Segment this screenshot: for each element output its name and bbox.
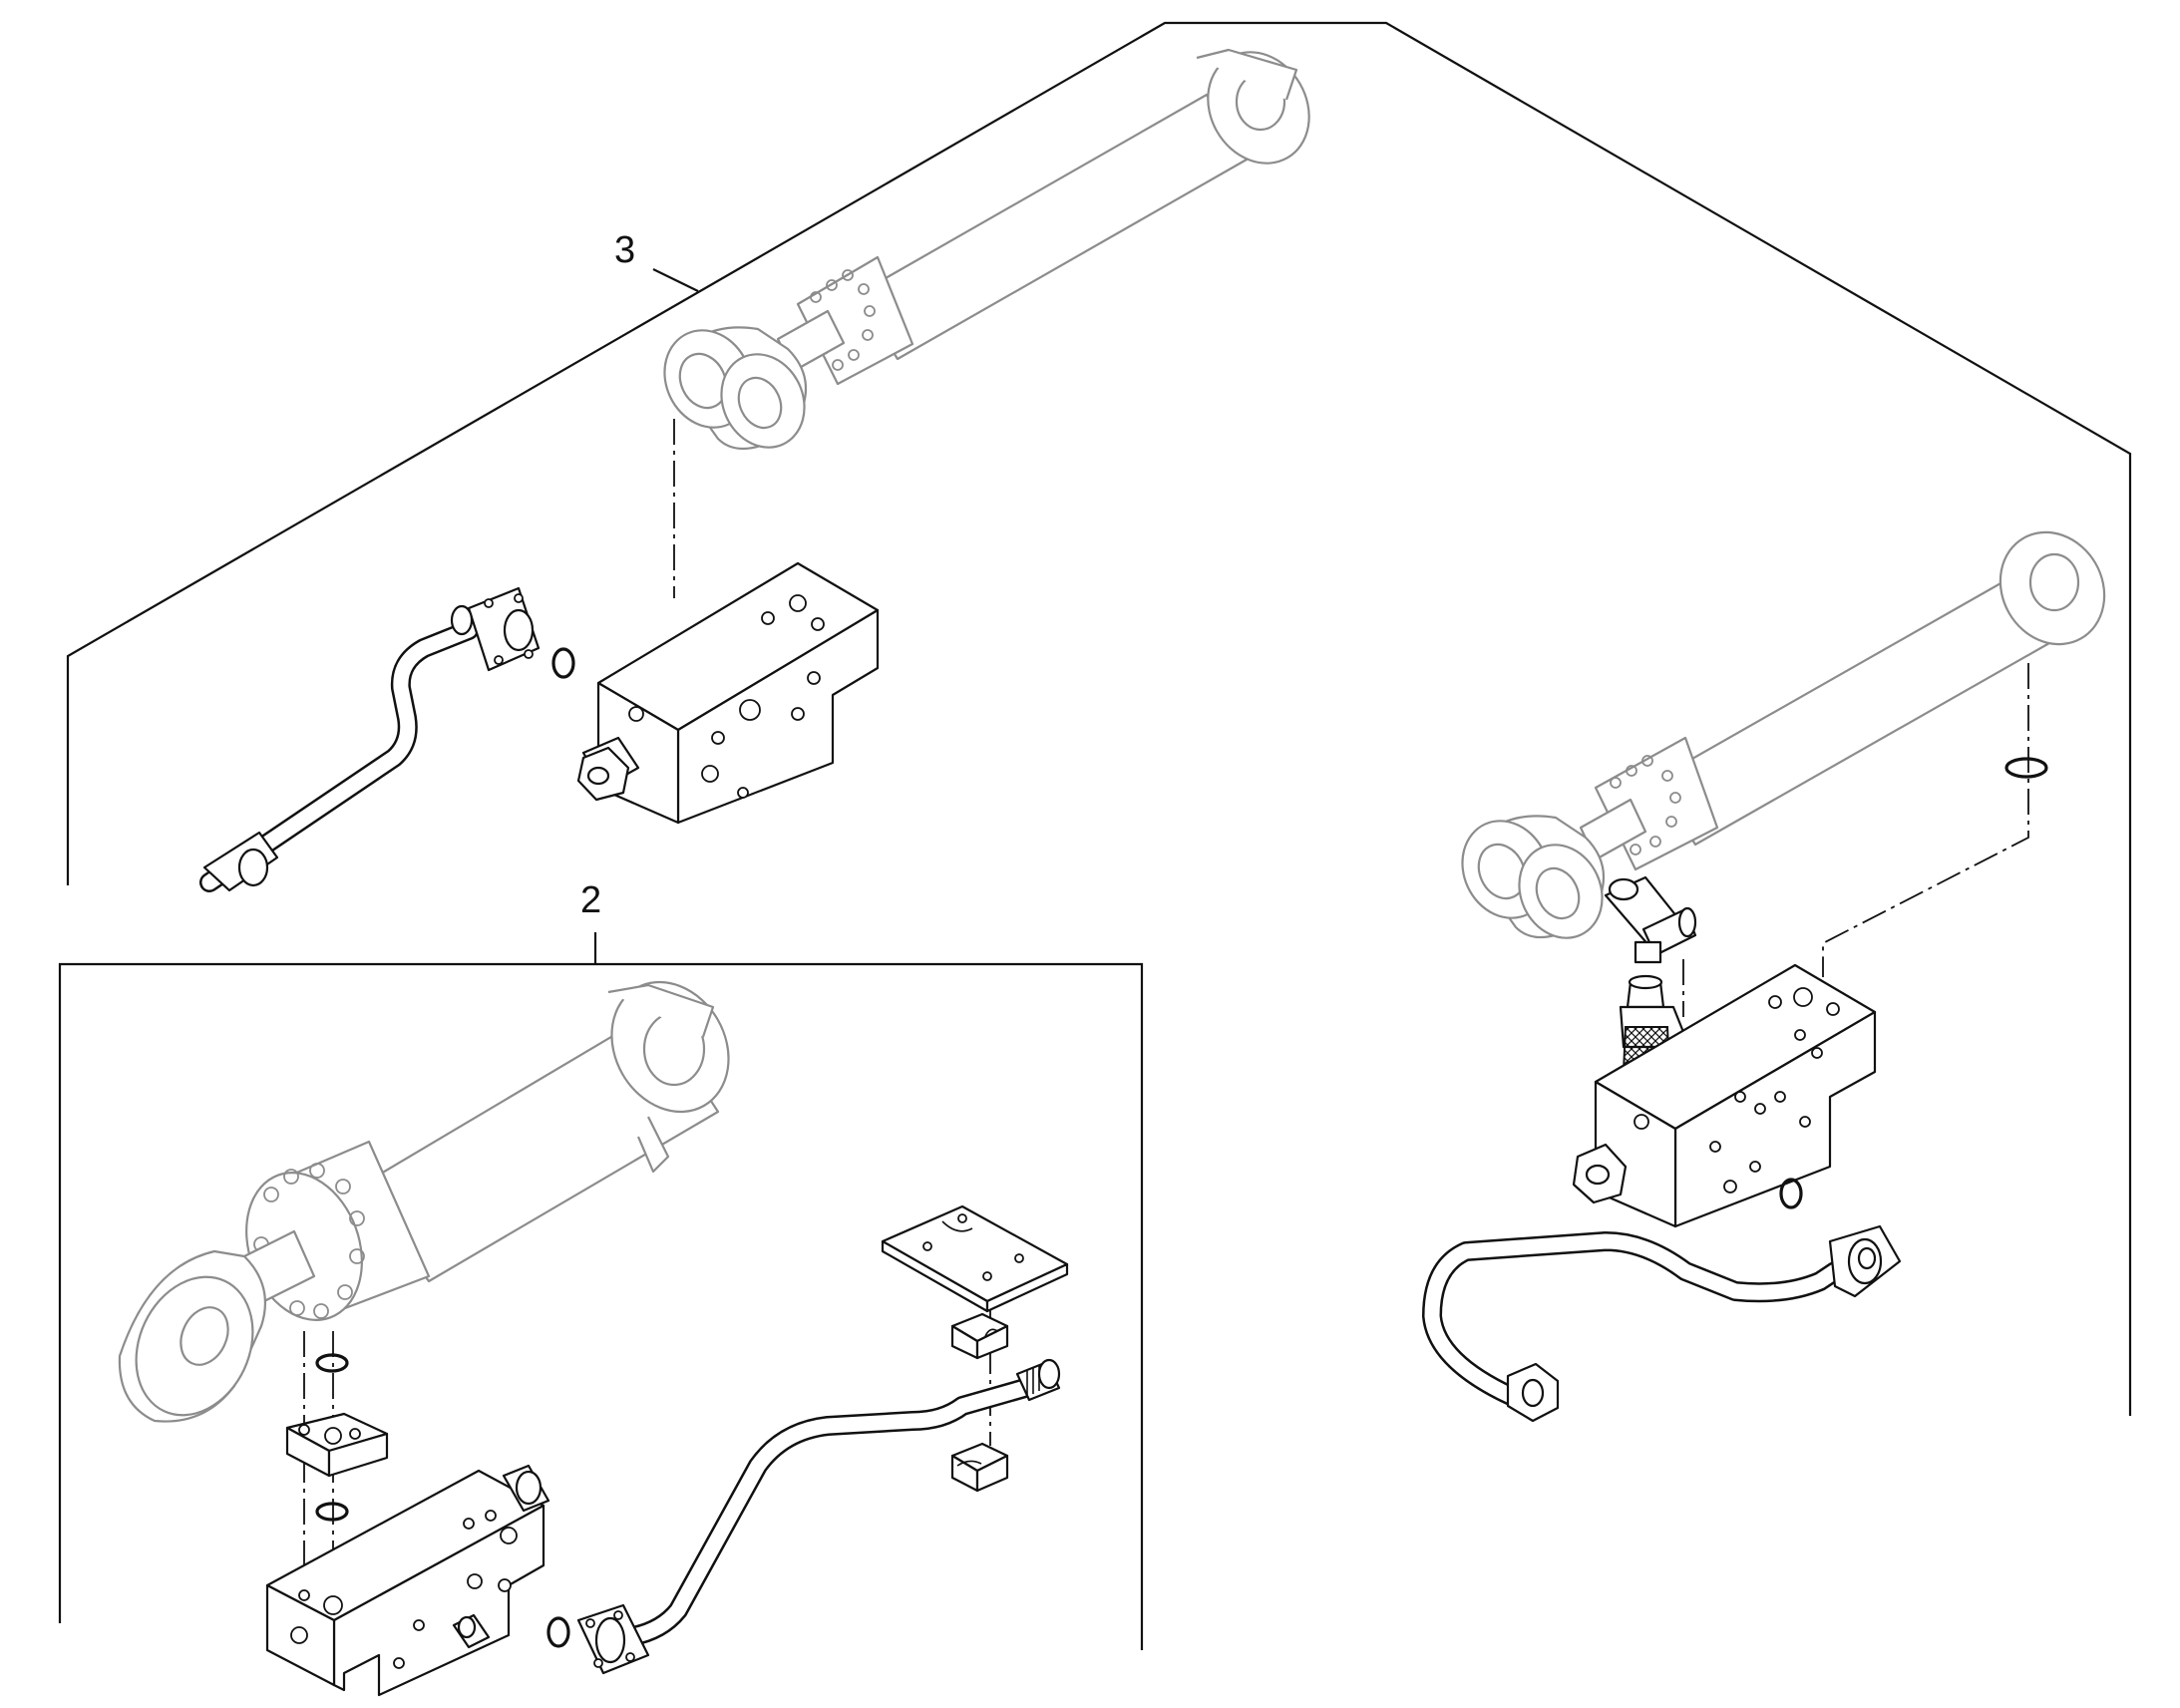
- assembly-frame-3: [66, 21, 2132, 1416]
- pipe-clamp-upper: [950, 1312, 1009, 1360]
- callout-label-3: 3: [614, 229, 636, 271]
- callout-leader-3: [652, 268, 699, 292]
- o-ring-right-upper: [2004, 757, 2048, 779]
- tee-fitting-right: [1604, 875, 1697, 964]
- o-ring-bottom-side: [546, 1616, 570, 1648]
- pipe-clamp-lower: [950, 1442, 1009, 1493]
- hydraulic-pipe-right: [1422, 1224, 1902, 1423]
- hydraulic-pipe-bottom: [576, 1358, 1061, 1675]
- o-ring-top: [551, 647, 575, 679]
- spacer-plate-bottom: [285, 1412, 389, 1478]
- plug-fitting-right: [1572, 1143, 1628, 1204]
- o-rings-bottom: [315, 1353, 349, 1522]
- valve-block-top: [596, 561, 880, 825]
- assembly-axis-right: [1822, 663, 2029, 977]
- valve-block-bottom: [265, 1464, 550, 1697]
- hydraulic-pipe-top: [199, 586, 541, 892]
- callout-label-2: 2: [580, 879, 602, 921]
- clamp-plate-bottom: [881, 1204, 1069, 1313]
- hydraulic-cylinder-top: [663, 48, 1310, 450]
- plug-fitting-top: [576, 736, 640, 802]
- assembly-frame-2: [58, 932, 1144, 1650]
- hydraulic-cylinder-right: [1461, 530, 2106, 939]
- o-ring-right-lower: [1779, 1178, 1803, 1209]
- hydraulic-cylinder-bottom: [118, 980, 730, 1423]
